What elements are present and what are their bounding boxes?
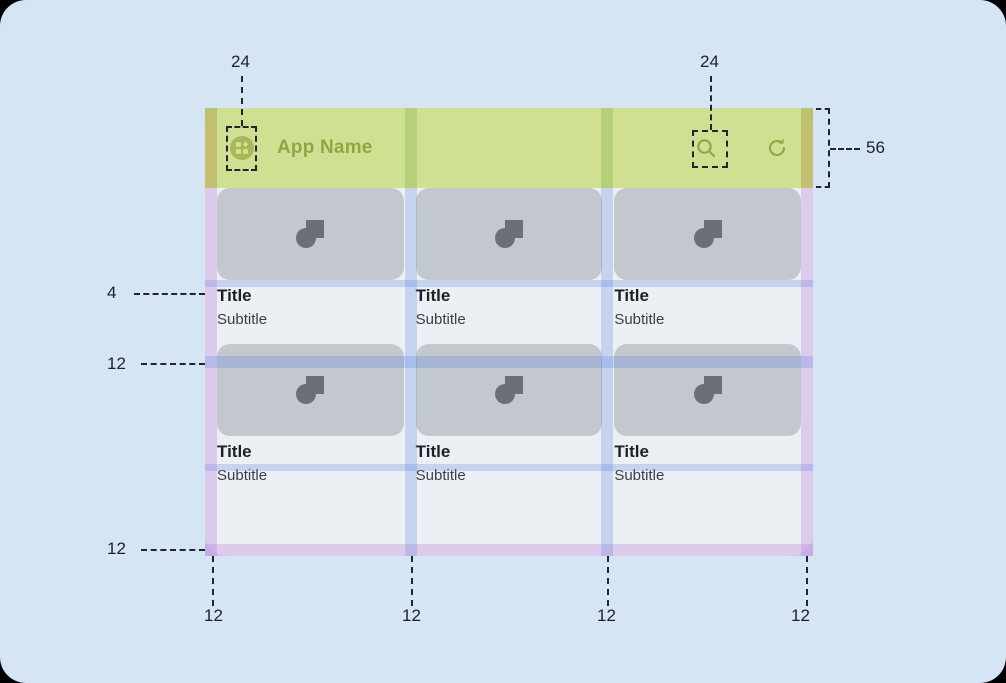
annotation-row-gap: 12 xyxy=(107,354,126,373)
image-placeholder-icon xyxy=(217,344,404,436)
card-title: Title xyxy=(217,442,252,461)
image-placeholder-icon xyxy=(614,344,801,436)
annotation-bottom-3: 12 xyxy=(597,606,616,625)
card-title: Title xyxy=(415,442,451,461)
leader-line-appbar-height xyxy=(830,148,860,150)
refresh-icon[interactable] xyxy=(765,136,789,160)
list-item[interactable]: Title Subtitle xyxy=(614,188,801,332)
card-title: Title xyxy=(614,286,649,305)
leader-line-top-right xyxy=(710,76,712,130)
leader-line-bottom-4 xyxy=(806,556,808,606)
leader-line-bottom-1 xyxy=(212,556,214,606)
image-placeholder-icon xyxy=(415,188,603,280)
annotation-top-right-inset: 24 xyxy=(700,52,719,71)
card-subtitle: Subtitle xyxy=(614,467,665,484)
card-subtitle: Subtitle xyxy=(217,467,268,484)
annotation-bottom-4: 12 xyxy=(791,606,810,625)
image-placeholder-icon xyxy=(415,344,603,436)
card-subtitle: Subtitle xyxy=(217,311,268,328)
leader-line-row-gap xyxy=(141,363,205,365)
list-item[interactable]: Title Subtitle xyxy=(415,344,603,488)
card-title: Title xyxy=(614,442,649,461)
card-subtitle: Subtitle xyxy=(614,311,665,328)
list-item[interactable]: Title Subtitle xyxy=(614,344,801,488)
leader-line-bottom-2 xyxy=(411,556,413,606)
card-subtitle: Subtitle xyxy=(415,467,466,484)
leader-line-bottom-3 xyxy=(607,556,609,606)
card-grid: Title Subtitle Title Subtitle xyxy=(217,188,801,488)
annotation-bottom-1: 12 xyxy=(204,606,223,625)
leader-line-media-title-gap xyxy=(134,293,205,295)
app-frame: App Name xyxy=(205,108,813,556)
app-bar-title: App Name xyxy=(277,137,373,158)
bracket-appbar-height xyxy=(816,108,830,188)
card-title: Title xyxy=(415,286,451,305)
card-subtitle: Subtitle xyxy=(415,311,466,328)
highlight-box-search-icon xyxy=(692,130,728,168)
leader-line-bottom-margin xyxy=(141,549,205,551)
leader-line-top-left xyxy=(241,76,243,126)
annotation-top-left-inset: 24 xyxy=(231,52,250,71)
card-title: Title xyxy=(217,286,252,305)
annotation-appbar-height: 56 xyxy=(866,138,885,157)
highlight-box-leading-icon xyxy=(226,126,257,171)
annotation-bottom-margin: 12 xyxy=(107,539,126,558)
image-placeholder-icon xyxy=(217,188,404,280)
list-item[interactable]: Title Subtitle xyxy=(415,188,603,332)
list-item[interactable]: Title Subtitle xyxy=(217,188,404,332)
annotation-bottom-2: 12 xyxy=(402,606,421,625)
image-placeholder-icon xyxy=(614,188,801,280)
annotation-media-title-gap: 4 xyxy=(107,283,117,302)
list-item[interactable]: Title Subtitle xyxy=(217,344,404,488)
